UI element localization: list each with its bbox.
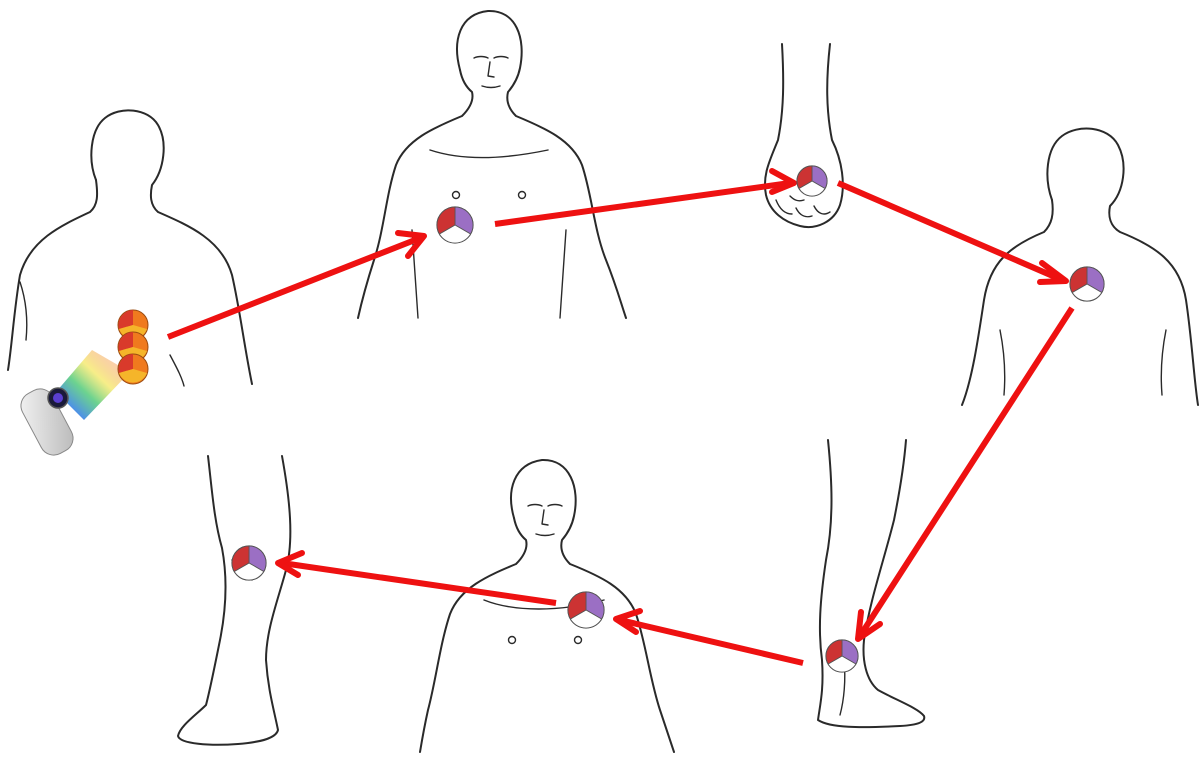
back-torso-right	[962, 129, 1198, 405]
start-disc-3	[118, 354, 148, 384]
ankle-right	[818, 440, 924, 727]
abdomen-point	[437, 207, 473, 243]
arrow-2	[495, 171, 794, 224]
arrow-5	[616, 611, 803, 663]
arrow-4	[858, 308, 1072, 639]
arrow-6	[278, 553, 556, 603]
foot-point	[797, 166, 827, 196]
shoulder-point	[568, 592, 604, 628]
foot-sole	[765, 44, 843, 227]
front-torso-center	[358, 11, 626, 318]
knee-point	[232, 546, 266, 580]
sequence-arrows	[168, 171, 1072, 663]
arrow-3	[838, 183, 1066, 282]
upper-back-point	[1070, 267, 1104, 301]
light-therapy-device	[16, 350, 130, 460]
start-point-stack	[118, 310, 148, 384]
front-torso-bottom	[420, 460, 674, 752]
ankle-point	[826, 640, 858, 672]
light-beam	[56, 350, 130, 420]
knee-left	[178, 456, 290, 745]
arrow-1	[168, 233, 424, 337]
